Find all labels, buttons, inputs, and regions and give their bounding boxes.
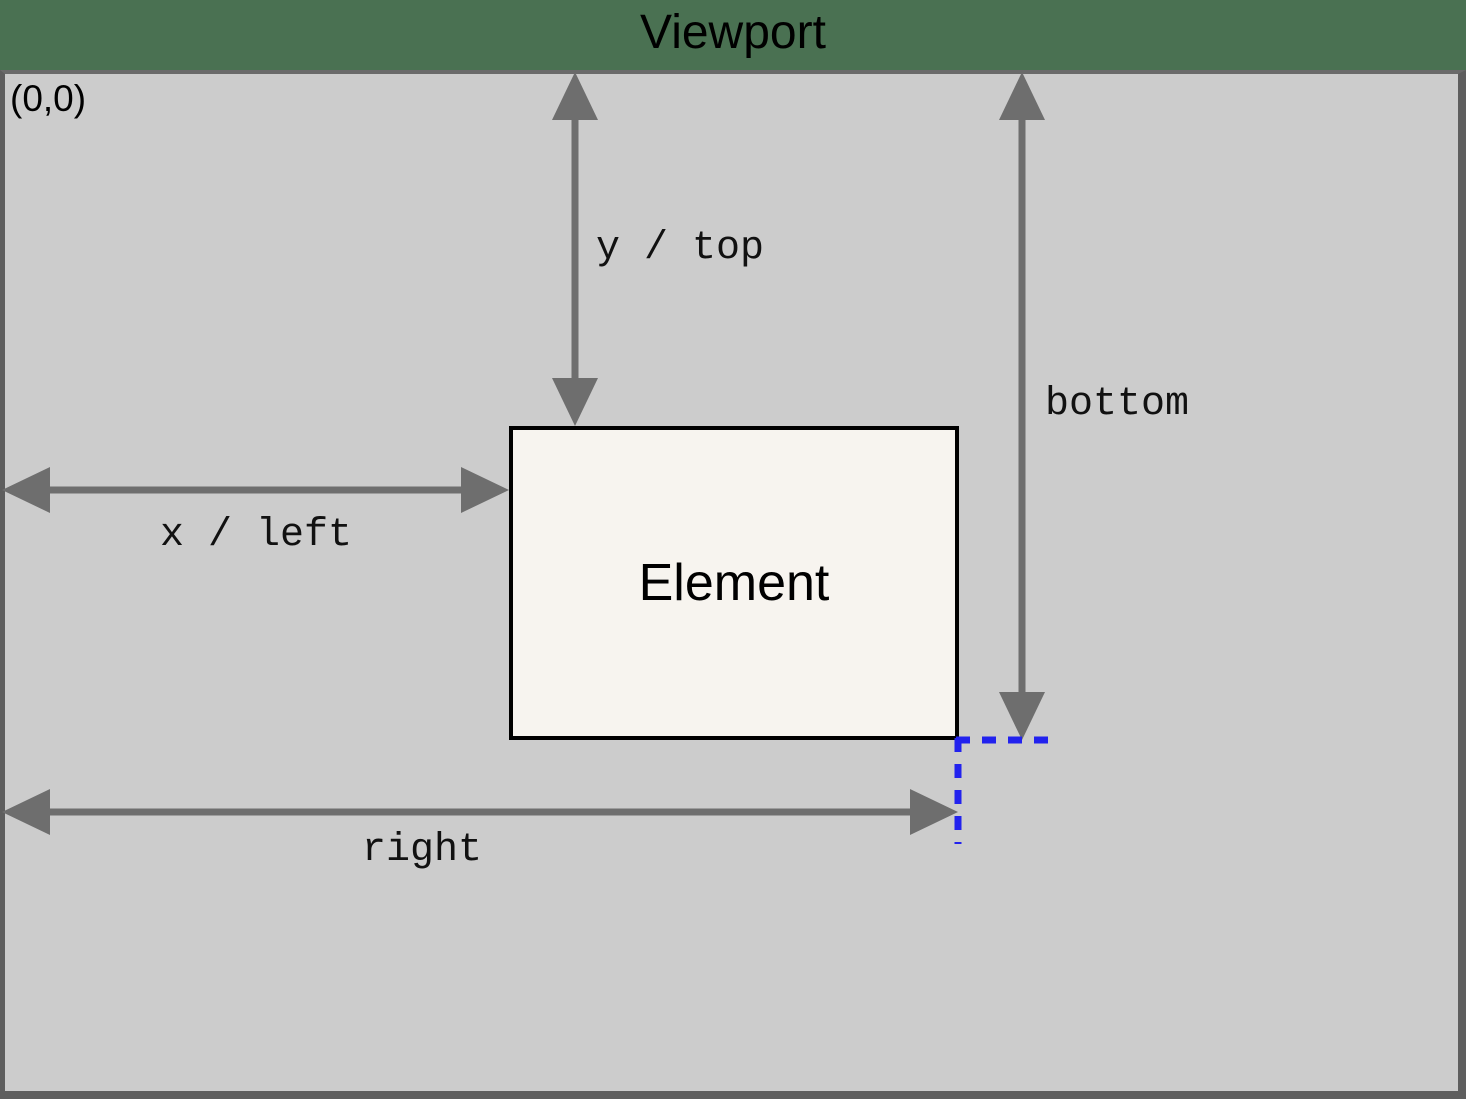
measure-label-right: right bbox=[362, 828, 483, 873]
page-title: Viewport bbox=[640, 6, 826, 59]
element-label: Element bbox=[638, 554, 830, 612]
viewport-header-band bbox=[0, 0, 1466, 70]
element-box: Element bbox=[509, 426, 959, 740]
measure-label-x-left: x / left bbox=[160, 513, 353, 558]
origin-coordinate-label: (0,0) bbox=[10, 78, 87, 119]
measure-label-bottom: bottom bbox=[1045, 382, 1190, 427]
measure-label-y-top: y / top bbox=[596, 226, 765, 271]
